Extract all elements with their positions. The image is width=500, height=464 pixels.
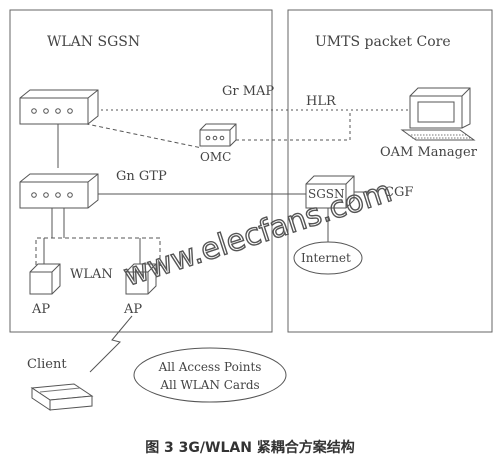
laptop-icon [30,383,94,411]
ellipse-line-2: All WLAN Cards [159,378,259,392]
ap-right-label: AP [123,302,142,317]
access-points-ellipse [133,347,287,403]
link-omc-oam [230,110,351,141]
internet-ellipse [293,241,363,275]
sgsn-label: SGSN [308,187,345,201]
hlr-label: HLR [306,94,337,109]
router-icon [19,89,99,125]
gr-map-label: Gr MAP [222,84,274,99]
ap-left-label: AP [31,302,50,317]
access-point-icon [125,263,157,295]
wireless-link [89,315,133,373]
umts-core-region [287,9,493,333]
watermark-text: www.elecfans.com [120,174,396,294]
gn-gtp-label: Gn GTP [116,169,167,184]
oam-computer-icon [400,87,476,141]
router-icon [19,173,99,209]
access-point-icon [29,263,61,295]
oam-manager-label: OAM Manager [380,145,478,160]
ellipse-line-1: All Access Points [158,360,262,374]
client-label: Client [27,357,67,372]
wlan-sgsn-title: WLAN SGSN [47,34,140,50]
lan-bus [35,237,161,272]
sgsn-box-icon [305,175,355,209]
omc-label: OMC [200,150,231,164]
omc-device-icon [199,123,237,147]
figure-caption: 图 3 3G/WLAN 紧耦合方案结构 [145,439,355,456]
umts-core-title: UMTS packet Core [315,34,451,50]
internet-label: Internet [301,251,351,265]
wlan-sgsn-region [9,9,273,333]
cgf-label: CGF [384,185,413,200]
wlan-label: WLAN [70,267,113,282]
